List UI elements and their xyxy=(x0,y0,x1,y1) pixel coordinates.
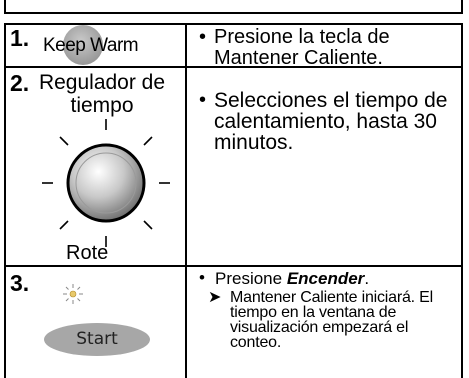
step-number: 1. xyxy=(10,25,30,51)
step-instruction: Presione Encender. xyxy=(201,270,369,287)
instruction-suffix: . xyxy=(364,269,370,288)
step-row-2: 2. Regulador de tiempo xyxy=(4,66,463,267)
step-3-text: • Presione Encender. ➤ Mantener Caliente… xyxy=(185,265,463,378)
step-instruction: Selecciones el tiempo de calentamiento, … xyxy=(214,89,448,154)
step-result: Mantener Caliente iniciará. El tiempo en… xyxy=(230,289,433,351)
start-button-icon: Start xyxy=(44,323,150,356)
step-number: 2. xyxy=(10,70,30,96)
instruction-emphasis: Encender xyxy=(286,269,365,288)
step-row-3: 3. Start • Presione Encender. xyxy=(4,265,463,378)
instruction-prefix: Presione xyxy=(215,269,287,288)
keep-warm-button-icon xyxy=(63,25,103,65)
bullet-icon: • xyxy=(199,26,207,48)
bullet-icon: • xyxy=(199,268,205,287)
step-number: 3. xyxy=(10,270,30,296)
step-1-text: • Presione la tecla de Mantener Caliente… xyxy=(185,23,463,69)
step-row-1: 1. Keep Warm • Presione la tecla de Mant… xyxy=(4,23,463,69)
step-2-text: • Selecciones el tiempo de calentamiento… xyxy=(185,66,463,267)
dial-label: Rote xyxy=(66,242,109,264)
arrow-icon: ➤ xyxy=(208,289,222,306)
step-2-visual: 2. Regulador de tiempo xyxy=(4,66,187,267)
bullet-icon: • xyxy=(199,89,207,111)
sun-indicator-icon xyxy=(63,284,83,304)
keep-warm-label: Keep Warm xyxy=(43,35,139,56)
step-instruction: Presione la tecla de Mantener Caliente. xyxy=(214,26,390,69)
control-label: Regulador de tiempo xyxy=(38,71,166,117)
instruction-table: 1. Keep Warm • Presione la tecla de Mant… xyxy=(4,23,463,378)
dial-knob-icon xyxy=(42,119,170,247)
step-3-visual: 3. Start xyxy=(4,265,187,378)
step-1-visual: 1. Keep Warm xyxy=(4,23,187,68)
previous-section-box xyxy=(4,0,463,14)
